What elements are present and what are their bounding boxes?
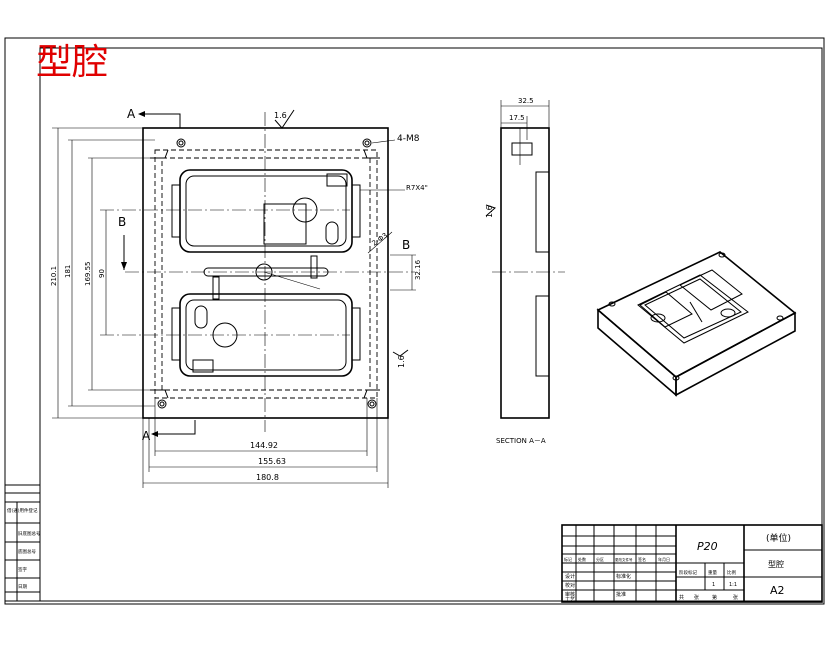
part-name: 型腔	[768, 559, 784, 569]
svg-text:签名: 签名	[638, 556, 646, 562]
tb-row-label: 工艺	[565, 597, 575, 603]
hole-callout: 4-M8	[397, 134, 420, 144]
left-strip-row: 旧底图总号	[18, 530, 41, 537]
corner-hole	[367, 399, 377, 409]
roughness-top-symbol	[274, 109, 295, 129]
corner-hole	[362, 138, 372, 148]
tb-row-label: 标准化	[616, 573, 631, 580]
inner-dashed-frame	[154, 149, 378, 399]
upper-cavity	[171, 169, 361, 253]
left-strip-row: 签字	[18, 566, 27, 573]
dim-h2: 181	[64, 265, 72, 278]
section-roughness: 1.6	[485, 205, 494, 218]
svg-text:张: 张	[733, 594, 738, 601]
isometric-view	[596, 251, 797, 397]
roughness-top-label: 1.6	[274, 111, 287, 120]
svg-text:年月日: 年月日	[658, 556, 670, 562]
section-width-dim: 32.5	[518, 97, 534, 105]
svg-text:重量: 重量	[708, 569, 717, 576]
plate-outline	[142, 127, 389, 419]
dim-w3: 180.8	[256, 473, 279, 482]
section-mark-b-left: B	[118, 215, 126, 229]
left-strip-row: 底图总号	[18, 548, 36, 555]
drawing-number: P20	[697, 540, 718, 553]
section-depth-dim: 17.5	[509, 114, 525, 122]
unit-name: (单位)	[766, 532, 791, 544]
svg-text:更改文件号: 更改文件号	[615, 557, 633, 562]
left-strip: 借(通)用件登记 旧底图总号 底图总号 签字 日期	[4, 484, 41, 602]
svg-text:比例: 比例	[727, 569, 736, 576]
tb-row-label: 批准	[616, 591, 626, 598]
horizontal-dimensions	[142, 398, 389, 488]
section-view: 32.5 17.5 1.6 SECTION A－A	[485, 97, 565, 445]
svg-text:处数: 处数	[578, 556, 586, 562]
left-strip-row: 日期	[18, 584, 27, 590]
section-mark-a-bottom: A	[142, 429, 151, 443]
section-caption: SECTION A－A	[496, 437, 546, 445]
tb-row-label: 设计	[565, 573, 575, 580]
tb-row-label: 校对	[565, 582, 575, 589]
dim-h3: 169.55	[84, 262, 92, 287]
svg-text:共: 共	[679, 594, 684, 601]
plan-view: A A B B 1.6 1.6 4-M8 R7X4" 2-Φ3	[50, 107, 428, 488]
svg-text:第: 第	[712, 594, 717, 601]
corner-hole	[157, 399, 167, 409]
scale: 1:1	[729, 582, 737, 588]
title-block: P20 (单位) 型腔 A2 标记 处数 分区 更改文件号 签名 年月日 设计 …	[561, 524, 823, 603]
dim-h4: 90	[98, 269, 106, 278]
svg-text:标记: 标记	[564, 556, 572, 562]
svg-text:阶段标记: 阶段标记	[679, 569, 697, 576]
inner-frame	[39, 47, 823, 602]
svg-text:分区: 分区	[596, 556, 604, 562]
runner	[203, 255, 329, 300]
dim-h5: 32.16	[414, 259, 422, 280]
dim-w2: 155.63	[258, 457, 286, 466]
left-strip-row: 借(通)用件登记	[7, 507, 38, 514]
vertical-dimensions	[52, 127, 416, 419]
tb-row-label: 审核	[565, 591, 575, 598]
dim-w1: 144.92	[250, 441, 278, 450]
dim-overall-height: 210.1	[50, 266, 58, 286]
svg-text:张: 张	[694, 594, 699, 601]
sheet-size: A2	[770, 584, 785, 597]
scale-mark: 1	[712, 582, 715, 588]
sheet-title: 型腔	[36, 42, 108, 83]
section-mark-a-top: A	[127, 107, 136, 121]
pocket-callout: R7X4"	[406, 184, 428, 192]
roughness-right-label: 1.6	[397, 355, 406, 368]
section-mark-b-right: B	[402, 238, 410, 252]
gate-callout: 2-Φ3	[371, 231, 389, 247]
corner-hole	[176, 138, 186, 148]
outer-frame	[4, 37, 825, 605]
